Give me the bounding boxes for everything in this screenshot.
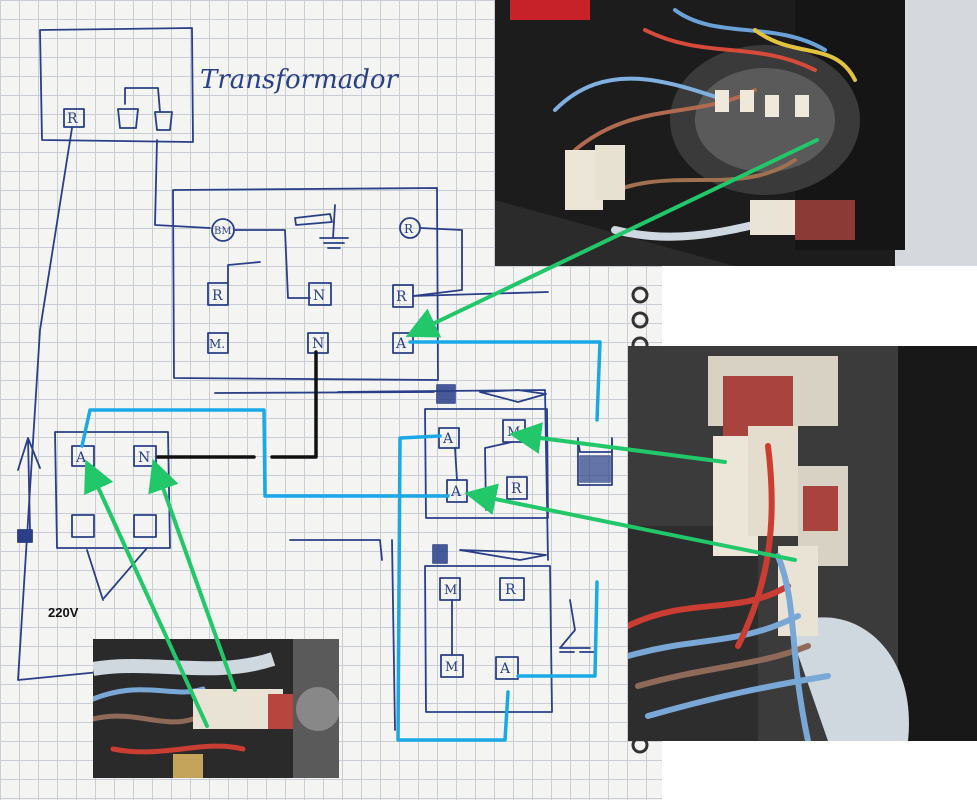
transformer-terminal-r [63, 108, 85, 128]
power-block-box [54, 431, 171, 549]
label-relay1-a: A [450, 484, 462, 500]
label-switch-n-top: N [313, 288, 325, 304]
label-power-a: A [75, 450, 87, 466]
label-switch-r: R [212, 288, 223, 304]
transformer-label: Transformador [200, 65, 400, 95]
arrow-to-power-a [84, 459, 209, 728]
label-relay2-r: R [505, 582, 516, 598]
label-relay2-a: A [499, 661, 511, 677]
label-power-n: N [138, 450, 150, 466]
relay-block-upper [424, 408, 549, 519]
voltage-label: 220V [48, 605, 79, 620]
arrow-to-relay1-m [509, 422, 727, 464]
label-switch-r-mid: R [396, 289, 407, 305]
label-switch-n: N [312, 336, 324, 352]
arrow-to-power-n [148, 458, 237, 692]
main-switch-box [172, 187, 439, 381]
arrow-to-relay1-a [464, 483, 797, 562]
label-relay2-m: M [444, 583, 457, 598]
relay-block-lower [424, 565, 553, 713]
label-switch-bm: BM [214, 226, 232, 237]
label-transformer-r: R [67, 111, 78, 127]
label-switch-r-top: R [404, 222, 414, 236]
photo-power-connector [93, 639, 339, 778]
cyan-wire-main [408, 340, 602, 422]
arrow-to-switch-a [405, 138, 819, 338]
label-switch-m: M. [209, 337, 225, 351]
transformer-box [39, 27, 194, 143]
photo-switch-wiring [495, 0, 977, 266]
label-relay1-r: R [511, 481, 522, 497]
label-relay2-m-low: M [445, 660, 458, 675]
label-relay1-a-top: A [442, 431, 454, 447]
label-switch-a: A [395, 336, 407, 352]
photo-relay-connectors [628, 346, 977, 741]
black-wire-neutral [270, 350, 318, 459]
